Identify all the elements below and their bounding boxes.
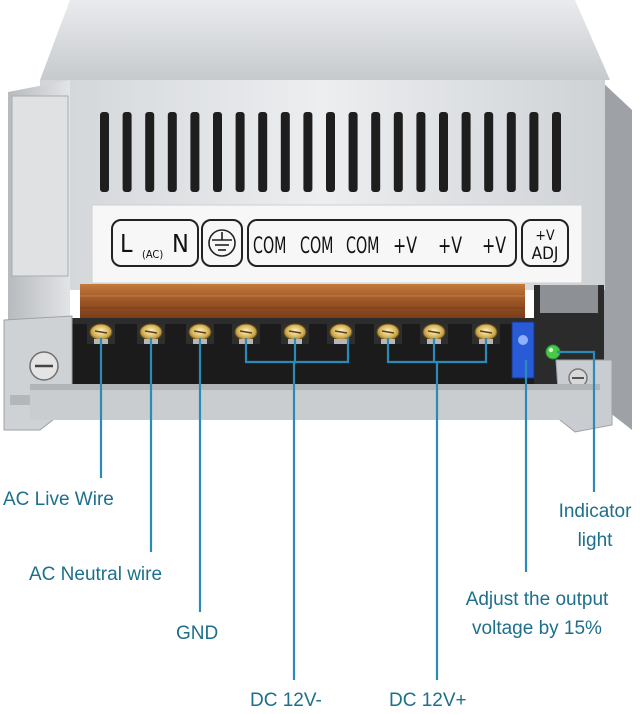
terminal-screws [87,323,500,344]
label-adj-top: +V [535,228,555,244]
adjust-potentiometer [511,321,535,379]
label-neutral: N [172,229,189,258]
label-plus-v-3: +V [482,233,507,258]
callout-indicator-line2: light [577,529,613,551]
label-box-ground [201,219,243,267]
label-live: L [120,229,133,258]
vent-slot [552,112,561,192]
vent-slot [280,112,290,192]
vent-slot [529,112,539,192]
terminal-screw-icon [327,323,355,344]
callout-adjust-line1: Adjust the output [465,589,609,610]
vent-slot [100,112,109,192]
terminal-screw-icon [374,323,402,344]
label-box-ac [111,219,199,267]
label-ac: (AC) [142,248,163,261]
vent-slot [393,112,403,192]
label-com-2: COM [300,232,333,258]
label-adj-bottom: ADJ [532,244,559,264]
callout-dc-minus: DC 12V- [250,690,322,711]
side-bracket [11,95,69,277]
vent-slot [348,112,358,192]
callout-ac-neutral-wire: AC Neutral wire [29,564,163,585]
label-plus-v-2: +V [438,233,463,258]
callout-indicator-line1: Indicator [558,501,632,522]
vent-slot [167,112,177,192]
callout-dc-plus: DC 12V+ [389,690,467,711]
ventilation-slots [100,112,561,192]
label-box-adj [521,219,569,267]
vent-slot [235,112,245,192]
terminal-cover [80,284,525,318]
callout-gnd: GND [176,623,219,644]
callout-adjust-voltage: Adjust the output voltage by 15% [446,588,628,641]
leader-lines [99,338,596,680]
label-box-outputs [247,219,517,267]
label-com-3: COM [346,232,379,258]
callout-adjust-line2: voltage by 15% [472,617,602,639]
ground-symbol-icon [208,229,236,257]
callout-indicator-light: Indicator light [550,500,640,553]
vent-slot [303,112,313,192]
vent-slot [484,112,494,192]
terminal-label-plate [91,204,583,284]
label-plus-v-1: +V [393,233,418,258]
vent-slot [258,112,268,192]
vent-slot [145,112,155,192]
vent-slot [122,112,132,192]
heatsink-fin [540,285,598,313]
label-com-1: COM [253,232,286,258]
vent-slot [190,112,200,192]
vent-slot [461,112,471,192]
vent-slot [506,112,516,192]
vent-slot [213,112,222,192]
vent-slot [416,112,426,192]
enclosure-right-side [600,80,632,430]
callout-ac-live-wire: AC Live Wire [3,489,114,510]
vent-slot [371,112,381,192]
enclosure-top [40,0,610,80]
vent-slot [326,112,335,192]
vent-slot [439,112,448,192]
